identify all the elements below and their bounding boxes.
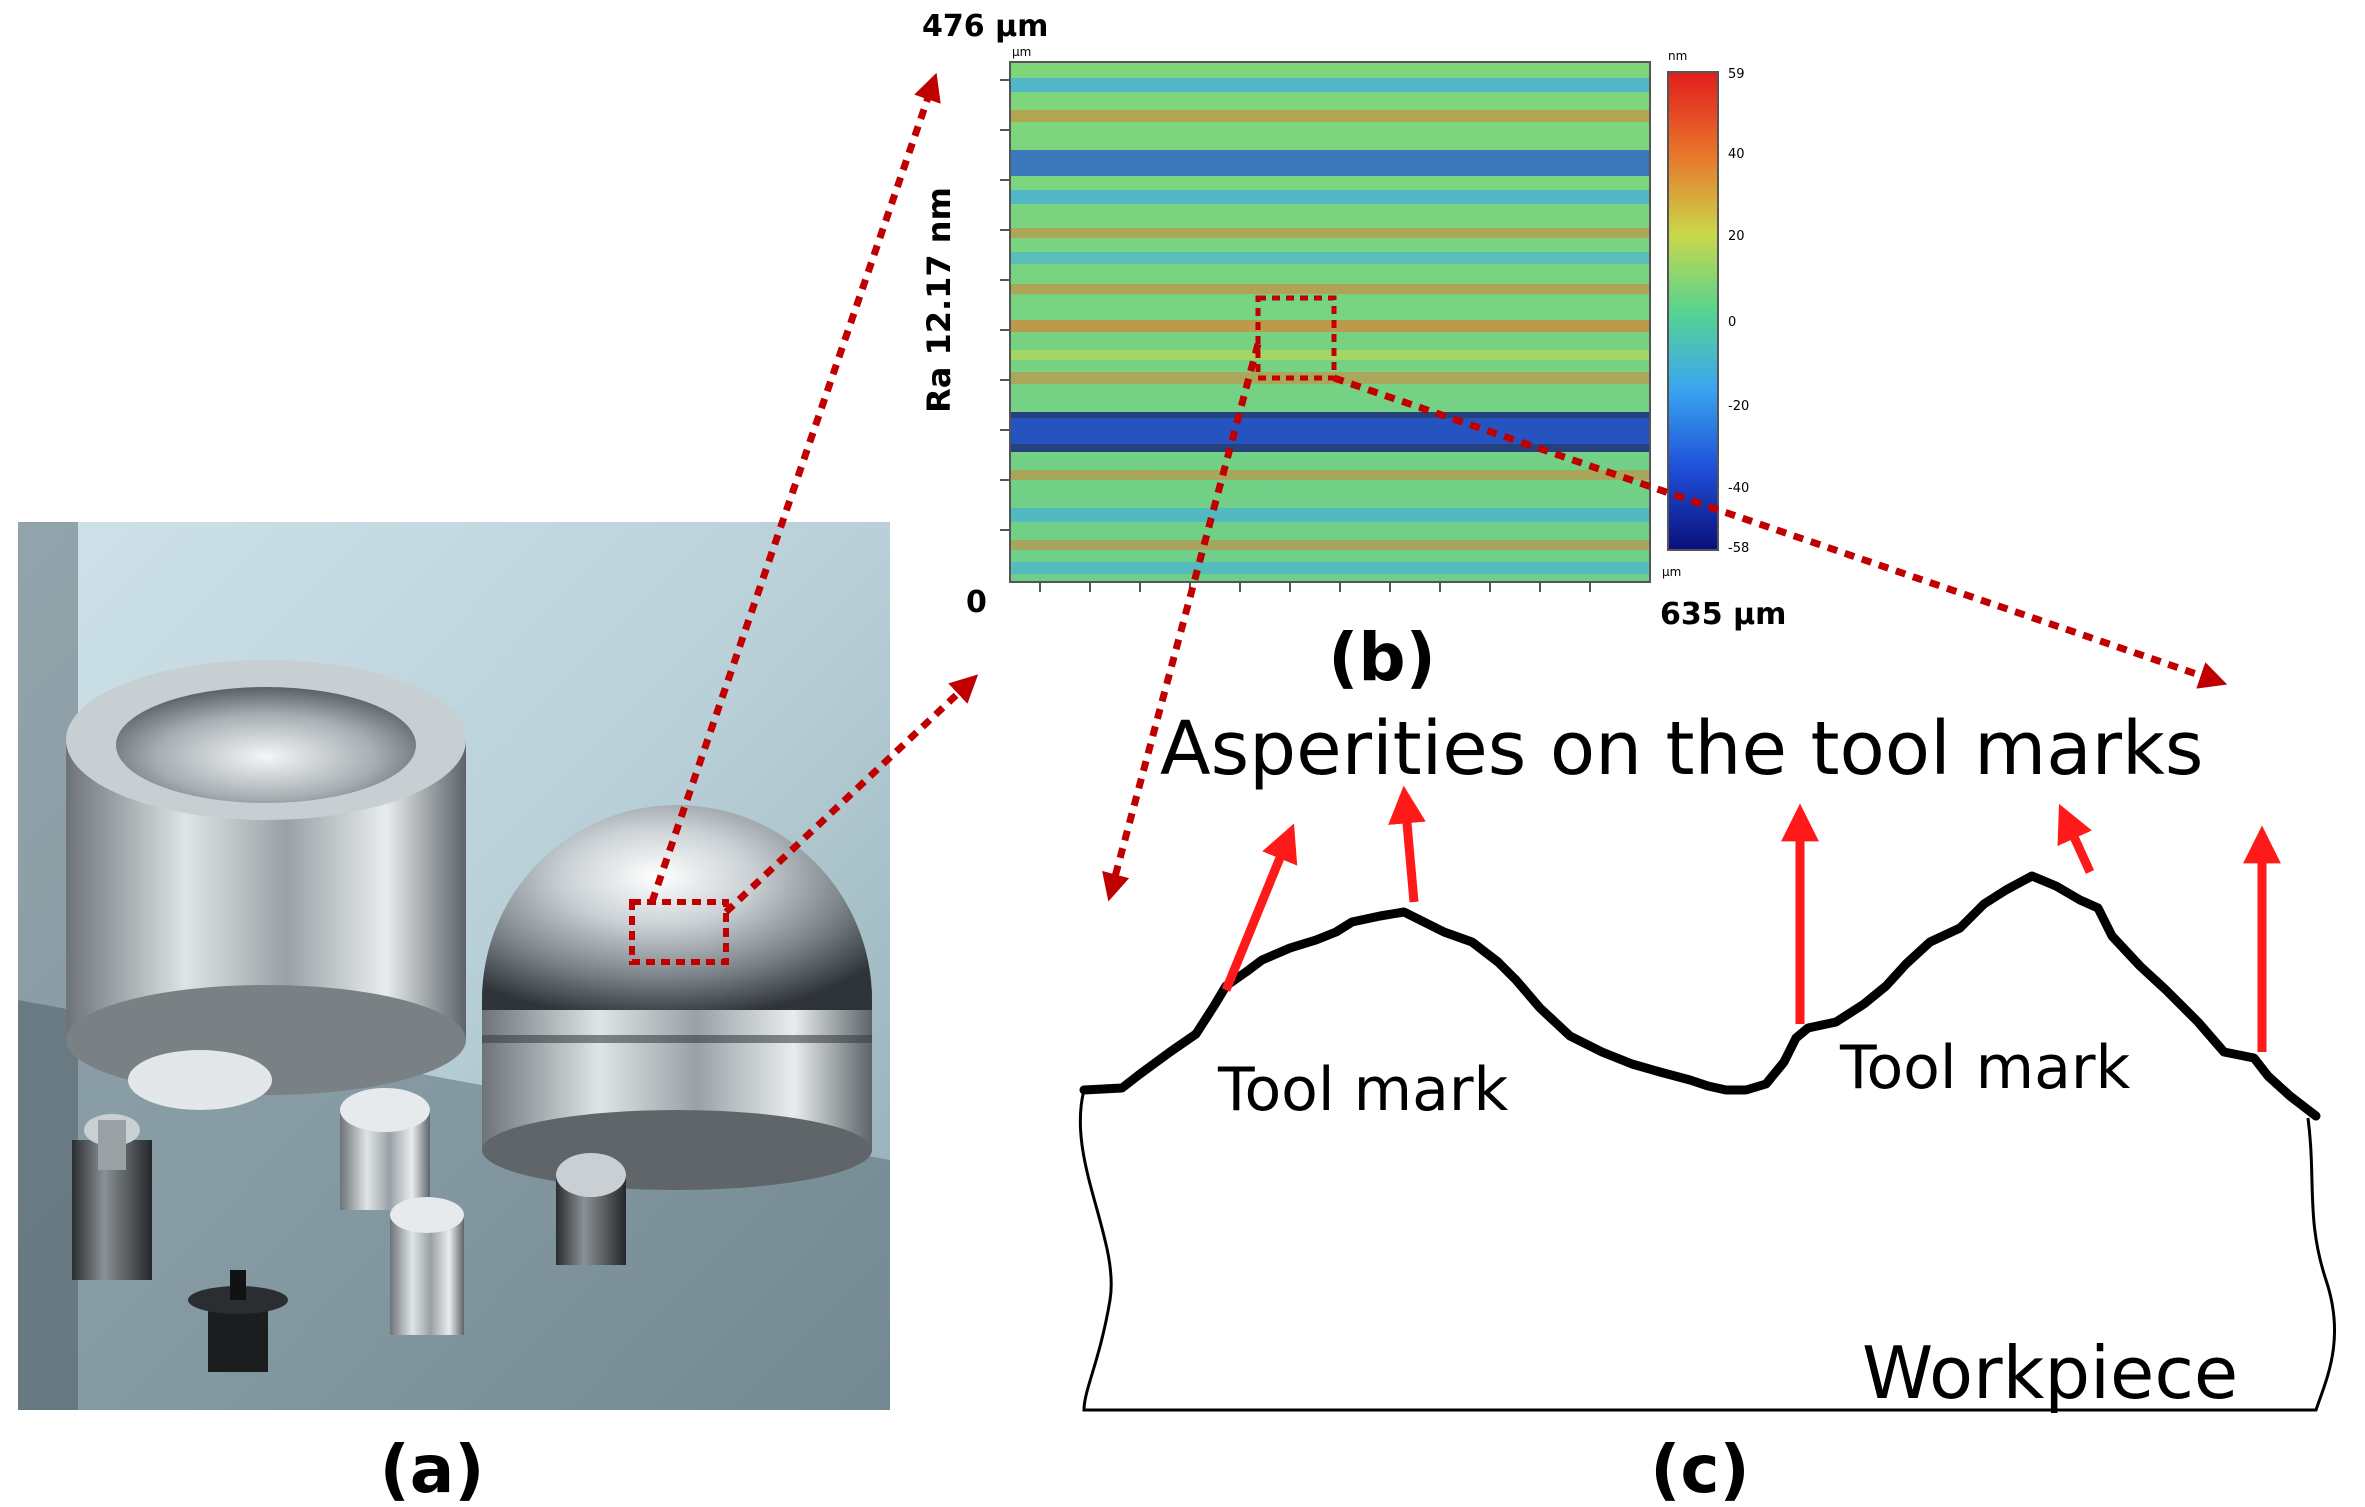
axis-unit-top: µm	[1012, 45, 1031, 59]
colorbar: nm 59 40 20 0 -20 -40 -58	[1667, 49, 1749, 556]
map-ticks	[1000, 79, 1591, 592]
small-inserts	[72, 1050, 626, 1372]
panel-a-label: (a)	[380, 1431, 485, 1507]
colorbar-tick: 40	[1728, 147, 1745, 162]
axis-unit-bottom: µm	[1662, 565, 1681, 579]
tool-mark-label-2: Tool mark	[1839, 1033, 2130, 1103]
roughness-label: Ra 12.17 nm	[920, 187, 958, 413]
asperity-arrow	[1388, 785, 1426, 903]
asperity-arrows	[1221, 785, 2281, 1052]
colorbar-tick: -58	[1728, 541, 1749, 556]
photo-highlight-box	[629, 899, 729, 965]
surface-map: nm 59 40 20 0 -20 -40 -58 µm µm	[1000, 45, 1749, 592]
workpiece-label: Workpiece	[1862, 1331, 2238, 1415]
map-bands	[1010, 78, 1650, 574]
colorbar-tick: 20	[1728, 229, 1745, 244]
asperity-arrow	[1221, 823, 1298, 992]
panel-b-label: (b)	[1328, 619, 1436, 696]
colorbar-unit: nm	[1668, 49, 1687, 63]
callout-arrow-to-profile-right	[1332, 374, 2228, 689]
map-highlight-box	[1255, 295, 1337, 381]
tool-mark-label-1: Tool mark	[1217, 1055, 1508, 1125]
callout-arrows	[648, 72, 2228, 915]
panel-a-photo	[18, 522, 890, 1410]
workpiece-outline	[1078, 1089, 2337, 1412]
callout-arrow-to-map	[723, 674, 979, 915]
colorbar-tick: 0	[1728, 315, 1736, 330]
profile-title: Asperities on the tool marks	[1160, 706, 2203, 792]
colorbar-tick: 59	[1728, 67, 1745, 82]
colorbar-tick: -40	[1728, 481, 1749, 496]
callout-arrow-to-profile-left	[1102, 343, 1262, 902]
panel-c-label: (c)	[1650, 1431, 1749, 1507]
profile-schematic	[1078, 785, 2337, 1412]
asperity-arrow	[2057, 803, 2095, 874]
dome-mold	[482, 805, 872, 1190]
map-y-bottom-label: 0	[966, 585, 987, 620]
lens-bowl-mold	[66, 660, 466, 1095]
colorbar-tick: -20	[1728, 399, 1749, 414]
map-y-top-label: 476 µm	[922, 9, 1048, 44]
tool-mark-profile	[1079, 871, 2321, 1121]
map-x-right-label: 635 µm	[1660, 597, 1786, 632]
